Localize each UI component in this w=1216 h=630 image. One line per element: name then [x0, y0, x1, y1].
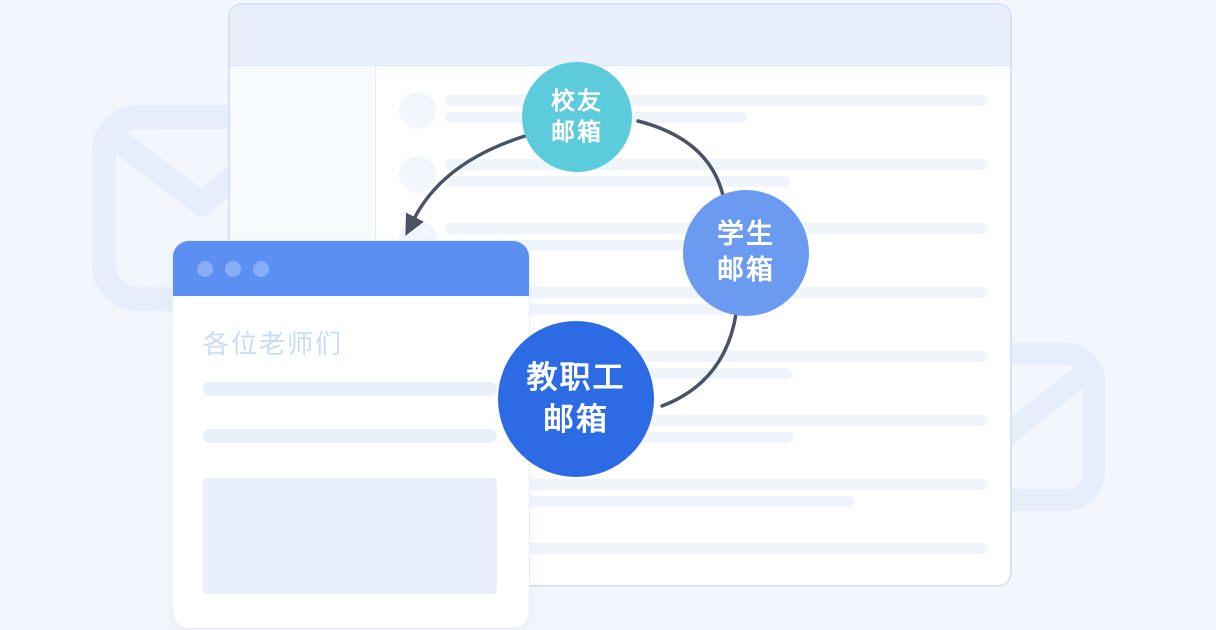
mail-window-header	[230, 5, 1010, 66]
badge-faculty-mail: 教职工 邮箱	[498, 321, 654, 477]
compose-line-placeholder	[203, 429, 497, 443]
compose-body-placeholder	[203, 478, 497, 594]
badge-label-line: 教职工	[526, 360, 626, 396]
avatar-placeholder	[399, 92, 436, 129]
mail-row	[399, 92, 1010, 156]
text-line-placeholder	[445, 479, 988, 490]
text-line-placeholder	[445, 496, 855, 507]
text-line-placeholder	[445, 240, 760, 251]
badge-label-line: 邮箱	[551, 118, 603, 146]
compose-line-placeholder	[203, 382, 497, 396]
compose-greeting: 各位老师们	[203, 330, 344, 360]
badge-label-line: 校友	[551, 87, 603, 115]
compose-window-header	[173, 241, 529, 296]
badge-alumni-mail: 校友 邮箱	[522, 62, 632, 172]
window-control-dot	[197, 260, 213, 277]
text-line-placeholder	[445, 159, 988, 170]
avatar-placeholder	[399, 156, 436, 193]
badge-label-line: 邮箱	[717, 255, 775, 286]
badge-student-mail: 学生 邮箱	[683, 190, 809, 316]
text-line-placeholder	[445, 95, 988, 106]
window-control-dot	[225, 260, 241, 277]
text-line-placeholder	[445, 543, 988, 554]
window-control-dot	[253, 260, 269, 277]
text-line-placeholder	[445, 415, 988, 426]
badge-label-line: 学生	[717, 219, 775, 250]
text-line-placeholder	[445, 176, 790, 187]
compose-window: 各位老师们	[173, 241, 529, 628]
text-line-placeholder	[445, 304, 728, 315]
badge-label-line: 邮箱	[543, 402, 609, 438]
